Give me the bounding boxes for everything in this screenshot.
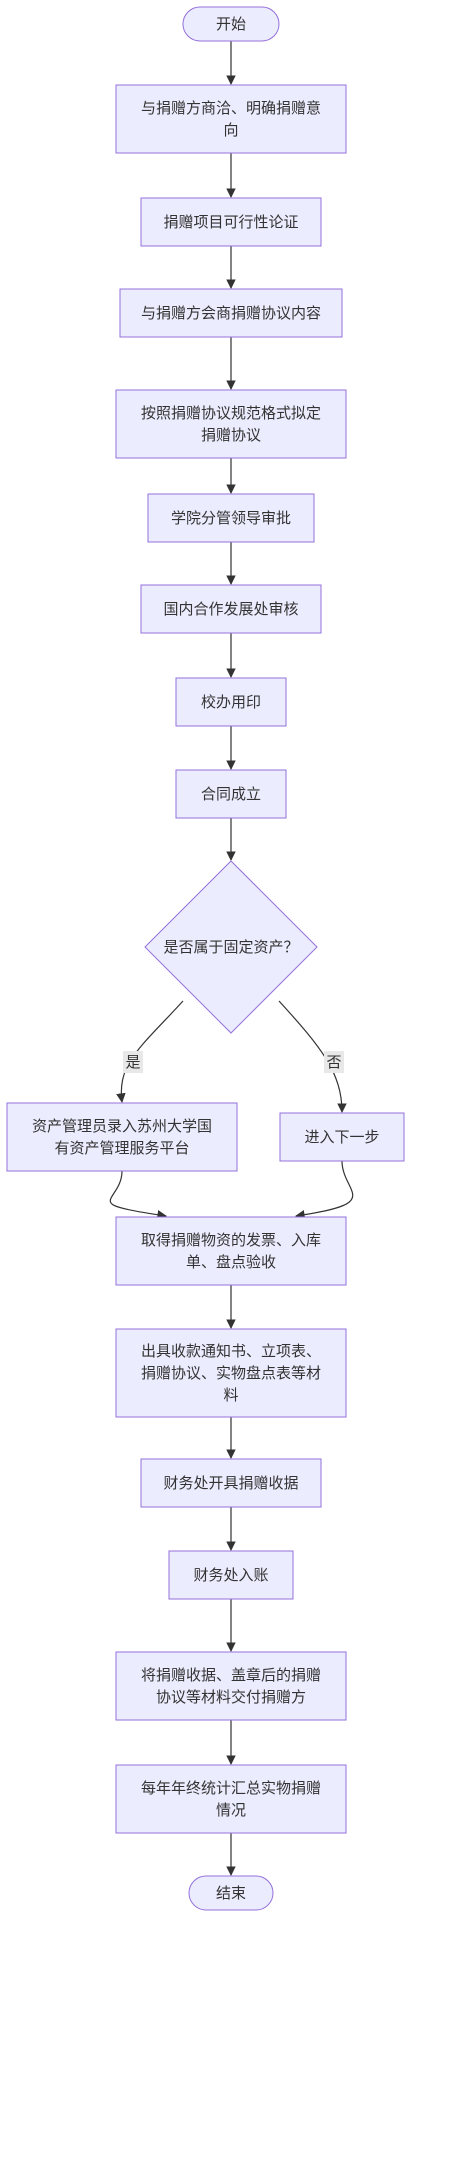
process-box xyxy=(115,84,347,154)
node-label-line: 捐赠项目可行性论证 xyxy=(163,213,298,231)
node-label-line: 财务处入账 xyxy=(193,1566,268,1584)
process-box xyxy=(115,1216,347,1286)
node-label-line: 单、盘点验收 xyxy=(186,1253,276,1271)
process-box xyxy=(115,1764,347,1834)
terminal-shape xyxy=(182,6,280,42)
process-box xyxy=(140,197,322,247)
node-n5: 学院分管领导审批 xyxy=(147,493,315,543)
edge-no-branch-to-n9 xyxy=(295,1160,354,1220)
edge-yes-branch-to-n9-line xyxy=(109,1170,167,1220)
node-label-line: 进入下一步 xyxy=(304,1128,379,1146)
process-box xyxy=(140,584,322,634)
node-label-line: 资产管理员录入苏州大学国 xyxy=(32,1117,212,1135)
decision-diamond xyxy=(144,860,318,1034)
node-n12: 财务处入账 xyxy=(168,1550,294,1600)
node-label-line: 协议等材料交付捐赠方 xyxy=(156,1688,306,1706)
process-box xyxy=(115,389,347,459)
process-box xyxy=(175,677,287,727)
process-box xyxy=(6,1102,238,1172)
edge-yes-branch-to-n9 xyxy=(109,1170,167,1220)
node-decision: 是否属于固定资产？ xyxy=(144,860,318,1034)
node-n2: 捐赠项目可行性论证 xyxy=(140,197,322,247)
node-n3: 与捐赠方会商捐赠协议内容 xyxy=(119,288,343,338)
node-label-line: 与捐赠方商洽、明确捐赠意 xyxy=(141,99,321,117)
node-label-line: 料 xyxy=(223,1386,238,1404)
process-box xyxy=(279,1112,405,1162)
node-label-line: 捐赠协议、实物盘点表等材 xyxy=(141,1364,321,1382)
node-label-line: 财务处开具捐赠收据 xyxy=(163,1474,298,1492)
edge-label-yes-text: 是 xyxy=(125,1053,140,1071)
node-no-branch: 进入下一步 xyxy=(279,1112,405,1162)
node-label-line: 向 xyxy=(223,121,238,139)
node-label-line: 学院分管领导审批 xyxy=(171,509,291,527)
edge-label-no-text: 否 xyxy=(326,1053,341,1071)
node-n9: 取得捐赠物资的发票、入库单、盘点验收 xyxy=(115,1216,347,1286)
node-label-line: 将捐赠收据、盖章后的捐赠 xyxy=(141,1666,321,1684)
edge-no-branch-to-n9-line xyxy=(295,1160,354,1220)
node-label-line: 捐赠协议 xyxy=(201,426,261,444)
node-label-line: 开始 xyxy=(216,15,246,33)
process-box xyxy=(119,288,343,338)
node-label-line: 国内合作发展处审核 xyxy=(163,600,298,618)
process-box xyxy=(168,1550,294,1600)
node-label-line: 与捐赠方会商捐赠协议内容 xyxy=(141,304,321,322)
node-label-line: 情况 xyxy=(216,1801,246,1819)
node-label-line: 有资产管理服务平台 xyxy=(54,1139,189,1157)
process-box xyxy=(147,493,315,543)
node-n6: 国内合作发展处审核 xyxy=(140,584,322,634)
node-end: 结束 xyxy=(188,1875,274,1911)
terminal-shape xyxy=(188,1875,274,1911)
node-n7: 校办用印 xyxy=(175,677,287,727)
process-box xyxy=(115,1651,347,1721)
node-label-line: 校办用印 xyxy=(201,693,261,711)
node-label-line: 是否属于固定资产？ xyxy=(163,938,298,956)
node-label-line: 合同成立 xyxy=(201,785,261,803)
process-box xyxy=(175,769,287,819)
process-box xyxy=(140,1458,322,1508)
process-box xyxy=(115,1328,347,1418)
edge-label-yes: 是 xyxy=(123,1051,143,1073)
node-label-line: 按照捐赠协议规范格式拟定 xyxy=(141,404,321,422)
node-label-line: 出具收款通知书、立项表、 xyxy=(141,1342,321,1360)
node-n8: 合同成立 xyxy=(175,769,287,819)
edge-label-no: 否 xyxy=(324,1051,344,1073)
node-label-line: 结束 xyxy=(216,1884,246,1902)
node-label-line: 每年年终统计汇总实物捐赠 xyxy=(141,1779,321,1797)
node-start: 开始 xyxy=(182,6,280,42)
node-n11: 财务处开具捐赠收据 xyxy=(140,1458,322,1508)
node-label-line: 取得捐赠物资的发票、入库 xyxy=(141,1231,321,1249)
